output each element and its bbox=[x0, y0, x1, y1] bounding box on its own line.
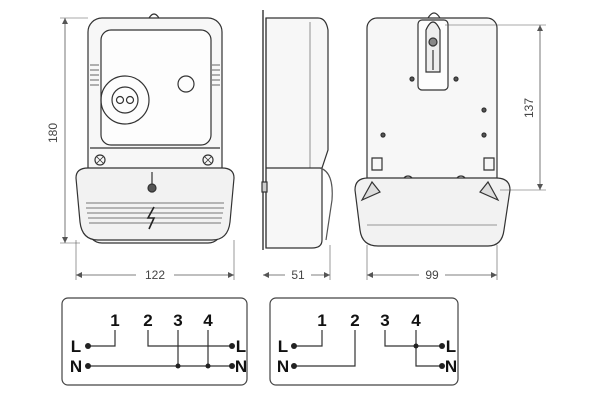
indicator-led bbox=[177, 75, 195, 93]
r-terminal-3-label: 3 bbox=[380, 311, 389, 330]
terminal-4-label: 4 bbox=[203, 311, 213, 330]
terminal-1-label: 1 bbox=[110, 311, 119, 330]
r-terminal-4-label: 4 bbox=[411, 311, 421, 330]
n-in-label: N bbox=[70, 357, 82, 376]
r-l-out-label: L bbox=[446, 337, 456, 356]
wire-4 bbox=[207, 330, 232, 347]
r-n-in-label: N bbox=[277, 357, 289, 376]
wiring-frame-left bbox=[61, 297, 248, 386]
mount-spacing-dimension-label: 137 bbox=[522, 98, 536, 118]
lightning-icon bbox=[146, 206, 156, 230]
wiring-diagram-left: 1 2 3 4 L N L N bbox=[61, 297, 248, 386]
vent-slots bbox=[90, 64, 220, 86]
counter-dial bbox=[100, 75, 150, 125]
terminal-3-label: 3 bbox=[173, 311, 182, 330]
r-l-in-label: L bbox=[278, 337, 288, 356]
width-back-dimension-label: 99 bbox=[425, 268, 439, 282]
r-n-out-label: N bbox=[445, 357, 457, 376]
r-terminal-2-label: 2 bbox=[350, 311, 359, 330]
display-window bbox=[100, 29, 212, 146]
wiring-frame-right bbox=[269, 297, 459, 386]
side-view bbox=[261, 10, 333, 280]
height-dimension-label: 180 bbox=[46, 123, 60, 143]
seal-screw bbox=[147, 183, 157, 193]
wire-r-n-out bbox=[415, 330, 442, 367]
n-out-label: N bbox=[235, 357, 247, 376]
terminal-2-label: 2 bbox=[143, 311, 152, 330]
wire-l-in bbox=[88, 330, 116, 347]
cover-ribs bbox=[86, 202, 224, 224]
side-body bbox=[265, 17, 329, 249]
wire-r-l-out bbox=[384, 330, 442, 347]
r-terminal-1-label: 1 bbox=[317, 311, 326, 330]
terminal-cover bbox=[75, 167, 235, 241]
depth-dimension-label: 51 bbox=[291, 268, 305, 282]
back-terminal-cover bbox=[354, 177, 511, 247]
l-in-label: L bbox=[71, 337, 81, 356]
wire-r-n-in bbox=[294, 330, 356, 367]
width-front-dimension-label: 122 bbox=[145, 268, 165, 282]
wiring-diagram-right: 1 2 3 4 L N L N bbox=[269, 297, 459, 386]
optical-port bbox=[111, 86, 139, 114]
l-out-label: L bbox=[236, 337, 246, 356]
back-view bbox=[354, 12, 546, 280]
wire-r-l-in bbox=[294, 330, 323, 347]
front-view bbox=[60, 13, 235, 280]
